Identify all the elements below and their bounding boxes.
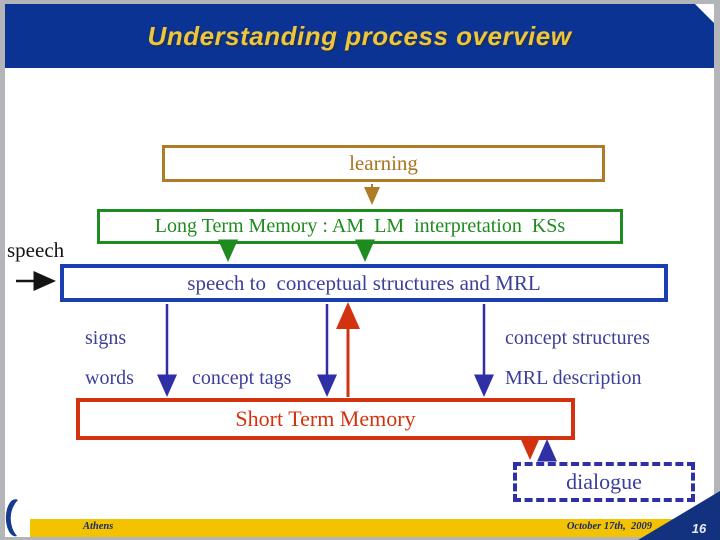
label-mrl-description: MRL description bbox=[505, 367, 642, 389]
footer-bar bbox=[30, 519, 720, 537]
frame-top bbox=[0, 0, 720, 4]
page-title: Understanding process overview bbox=[147, 20, 572, 51]
learning-box-label: learning bbox=[349, 151, 418, 175]
label-concept-structures: concept structures bbox=[505, 327, 650, 349]
page-number: 16 bbox=[691, 521, 707, 536]
footer-location: Athens bbox=[83, 521, 114, 532]
crescent-moon-icon bbox=[5, 499, 19, 537]
footer-date: October 17th, 2009 bbox=[566, 521, 652, 532]
speech-to-conceptual-box: speech to conceptual structures and MRL bbox=[60, 264, 668, 302]
dialogue-box-label: dialogue bbox=[566, 469, 642, 494]
long-term-memory-box-label: Long Term Memory : AM LM interpretation … bbox=[154, 215, 566, 237]
short-term-memory-box-label: Short Term Memory bbox=[235, 406, 416, 431]
speech-input-label: speech bbox=[7, 238, 65, 262]
frame-right bbox=[714, 0, 720, 540]
label-words: words bbox=[85, 367, 134, 389]
learning-box: learning bbox=[162, 145, 605, 182]
dialogue-box: dialogue bbox=[513, 462, 695, 502]
frame-bottom bbox=[0, 537, 720, 540]
long-term-memory-box: Long Term Memory : AM LM interpretation … bbox=[97, 209, 623, 244]
frame-left bbox=[0, 0, 5, 540]
label-concept-tags: concept tags bbox=[192, 367, 292, 389]
label-signs: signs bbox=[85, 327, 127, 349]
title-banner: Understanding process overview bbox=[5, 4, 714, 68]
short-term-memory-box: Short Term Memory bbox=[76, 398, 575, 440]
speech-to-conceptual-box-label: speech to conceptual structures and MRL bbox=[187, 270, 541, 295]
